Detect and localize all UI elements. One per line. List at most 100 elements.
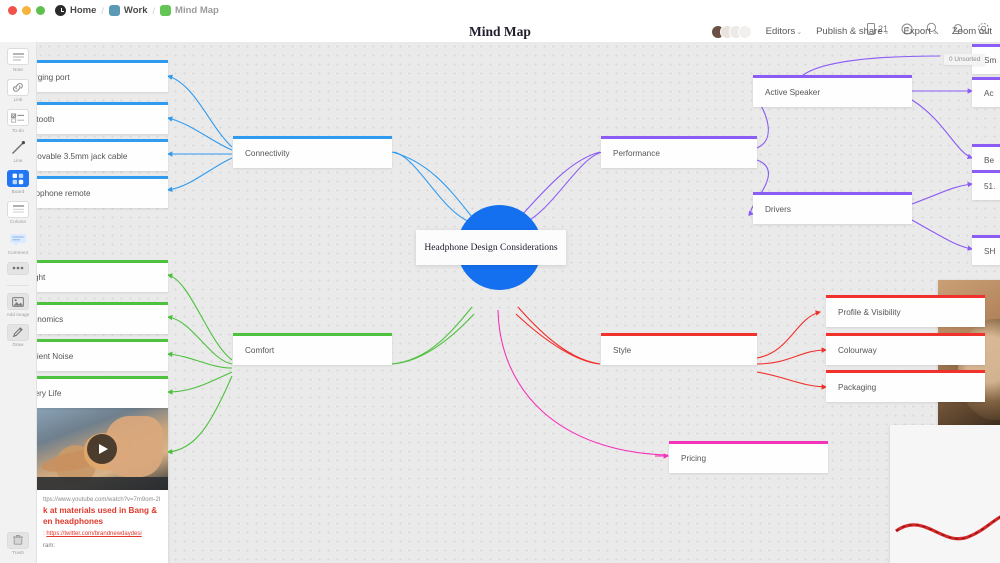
help-icon[interactable]: ? (901, 23, 913, 35)
tool-column[interactable]: Column (7, 200, 29, 224)
card-youtube-embed[interactable]: ttps://www.youtube.com/watch?v=7m9om-2l … (36, 408, 168, 563)
tool-link[interactable]: Link (7, 78, 29, 102)
window-titlebar: Home / Work / Mind Map (0, 0, 1000, 21)
node-comfort[interactable]: Comfort (233, 333, 392, 365)
node-connectivity[interactable]: Connectivity (233, 136, 392, 168)
tool-trash[interactable]: Trash (7, 531, 29, 555)
mindmap-canvas[interactable]: 0 Unsorted Headphone Design Consideratio… (0, 42, 1000, 563)
tool-label-column: Column (9, 219, 27, 224)
zoom-out-button[interactable]: Zoom out (952, 26, 992, 37)
note-icon (7, 48, 29, 65)
card-meta-tail: ram: (43, 543, 55, 549)
image-card-red-cable[interactable] (890, 425, 1000, 563)
breadcrumb-item-home[interactable]: Home (55, 5, 96, 16)
video-thumbnail-detail (36, 476, 168, 490)
editors-label: Editors (765, 26, 796, 37)
video-thumbnail[interactable] (36, 408, 168, 490)
close-window-button[interactable] (8, 6, 17, 15)
card-twitter-link[interactable]: https://twitter.com/brandnewdaydesi (46, 531, 142, 537)
tool-board[interactable]: Board (7, 170, 29, 194)
gear-icon[interactable] (977, 22, 990, 35)
more-icon (7, 261, 29, 275)
bell-icon[interactable] (952, 22, 964, 35)
folder-square-icon (108, 5, 120, 16)
export-button[interactable]: Export⌄ (904, 26, 938, 37)
card-url[interactable]: ttps://www.youtube.com/watch?v=7m9om-2l (43, 497, 161, 503)
status-badge-unsorted[interactable]: 0 Unsorted (944, 54, 986, 65)
node-perf-grandchild-be[interactable]: Be (972, 144, 1000, 174)
breadcrumb-item-mindmap[interactable]: Mind Map (160, 5, 219, 16)
tool-note[interactable]: Note (7, 48, 29, 72)
tool-label-trash: Trash (11, 550, 25, 555)
chevron-down-icon: ⌄ (931, 29, 938, 36)
tool-label-todo: To-do (12, 127, 24, 133)
node-active-speaker[interactable]: Active Speaker (753, 75, 912, 107)
node-profile-visibility[interactable]: Profile & Visibility (826, 295, 985, 327)
tool-label-comment: Comment (7, 249, 29, 255)
maximize-window-button[interactable] (36, 6, 45, 15)
breadcrumb-label-home: Home (70, 5, 97, 16)
search-icon[interactable] (926, 22, 939, 35)
traffic-lights[interactable] (8, 6, 45, 15)
card-title-line2[interactable]: en headphones (43, 517, 104, 526)
clock-icon (55, 5, 66, 16)
breadcrumb-separator: / (101, 5, 104, 16)
tool-draw[interactable]: Draw (7, 323, 29, 347)
breadcrumb-label-mindmap: Mind Map (175, 5, 219, 16)
tool-line[interactable]: Line (7, 140, 29, 163)
node-style[interactable]: Style (601, 333, 757, 365)
card-body: ttps://www.youtube.com/watch?v=7m9om-2l … (36, 490, 168, 557)
page-title: Mind Map (469, 24, 531, 39)
editors-button[interactable]: Editors⌄ (766, 26, 802, 37)
editor-avatar-group[interactable] (710, 24, 752, 39)
card-meta-prefix: : (43, 531, 47, 537)
play-button[interactable] (87, 434, 117, 464)
phone-icon (866, 22, 875, 35)
node-pricing[interactable]: Pricing (669, 441, 828, 473)
board-icon (7, 170, 29, 187)
tool-label-add-image: Add image (6, 311, 30, 317)
add-image-icon (7, 293, 29, 310)
header-icon-group: 21 ? (866, 22, 990, 35)
line-icon (7, 140, 29, 157)
tool-label-line: Line (13, 158, 23, 163)
left-toolbar: Note Link To-do Line Board Column (0, 42, 37, 563)
card-title-line1[interactable]: k at materials used in Bang & (43, 506, 158, 515)
avatar[interactable] (737, 24, 752, 39)
todo-icon (7, 109, 29, 126)
breadcrumb-item-work[interactable]: Work (108, 5, 148, 16)
node-colourway[interactable]: Colourway (826, 333, 985, 365)
node-center[interactable]: Headphone Design Considerations (416, 230, 566, 265)
svg-text:?: ? (905, 26, 909, 33)
publish-share-label: Publish & share (816, 26, 883, 37)
chevron-down-icon: ⌄ (796, 29, 803, 36)
red-cable-illustration (890, 425, 1000, 563)
export-label: Export (903, 26, 931, 37)
node-perf-grandchild-51[interactable]: 51. (972, 170, 1000, 200)
device-count[interactable]: 21 (866, 22, 888, 35)
tool-label-draw: Draw (12, 342, 24, 347)
tool-add-image[interactable]: Add image (7, 293, 30, 317)
chevron-down-icon: ⌄ (883, 29, 890, 36)
tool-comment[interactable]: Comment (7, 231, 29, 255)
tool-more[interactable] (7, 261, 29, 277)
comment-icon (7, 231, 29, 248)
tool-label-note: Note (12, 66, 24, 72)
breadcrumb-separator: / (152, 5, 156, 16)
tool-todo[interactable]: To-do (7, 109, 29, 133)
zoom-out-label: Zoom out (951, 26, 992, 37)
node-perf-grandchild-sh[interactable]: SH (972, 235, 1000, 265)
minimize-window-button[interactable] (22, 6, 31, 15)
publish-share-button[interactable]: Publish & share⌄ (816, 26, 889, 37)
draw-icon (7, 323, 29, 341)
folder-square-icon (160, 5, 172, 16)
tool-label-link: Link (13, 97, 23, 102)
node-drivers[interactable]: Drivers (753, 192, 912, 224)
device-count-value: 21 (877, 23, 888, 34)
link-icon (7, 78, 29, 96)
node-packaging[interactable]: Packaging (826, 370, 985, 402)
node-perf-grandchild-ac[interactable]: Ac (972, 77, 1000, 107)
node-performance[interactable]: Performance (601, 136, 757, 168)
trash-icon (7, 531, 29, 549)
column-icon (7, 200, 29, 218)
